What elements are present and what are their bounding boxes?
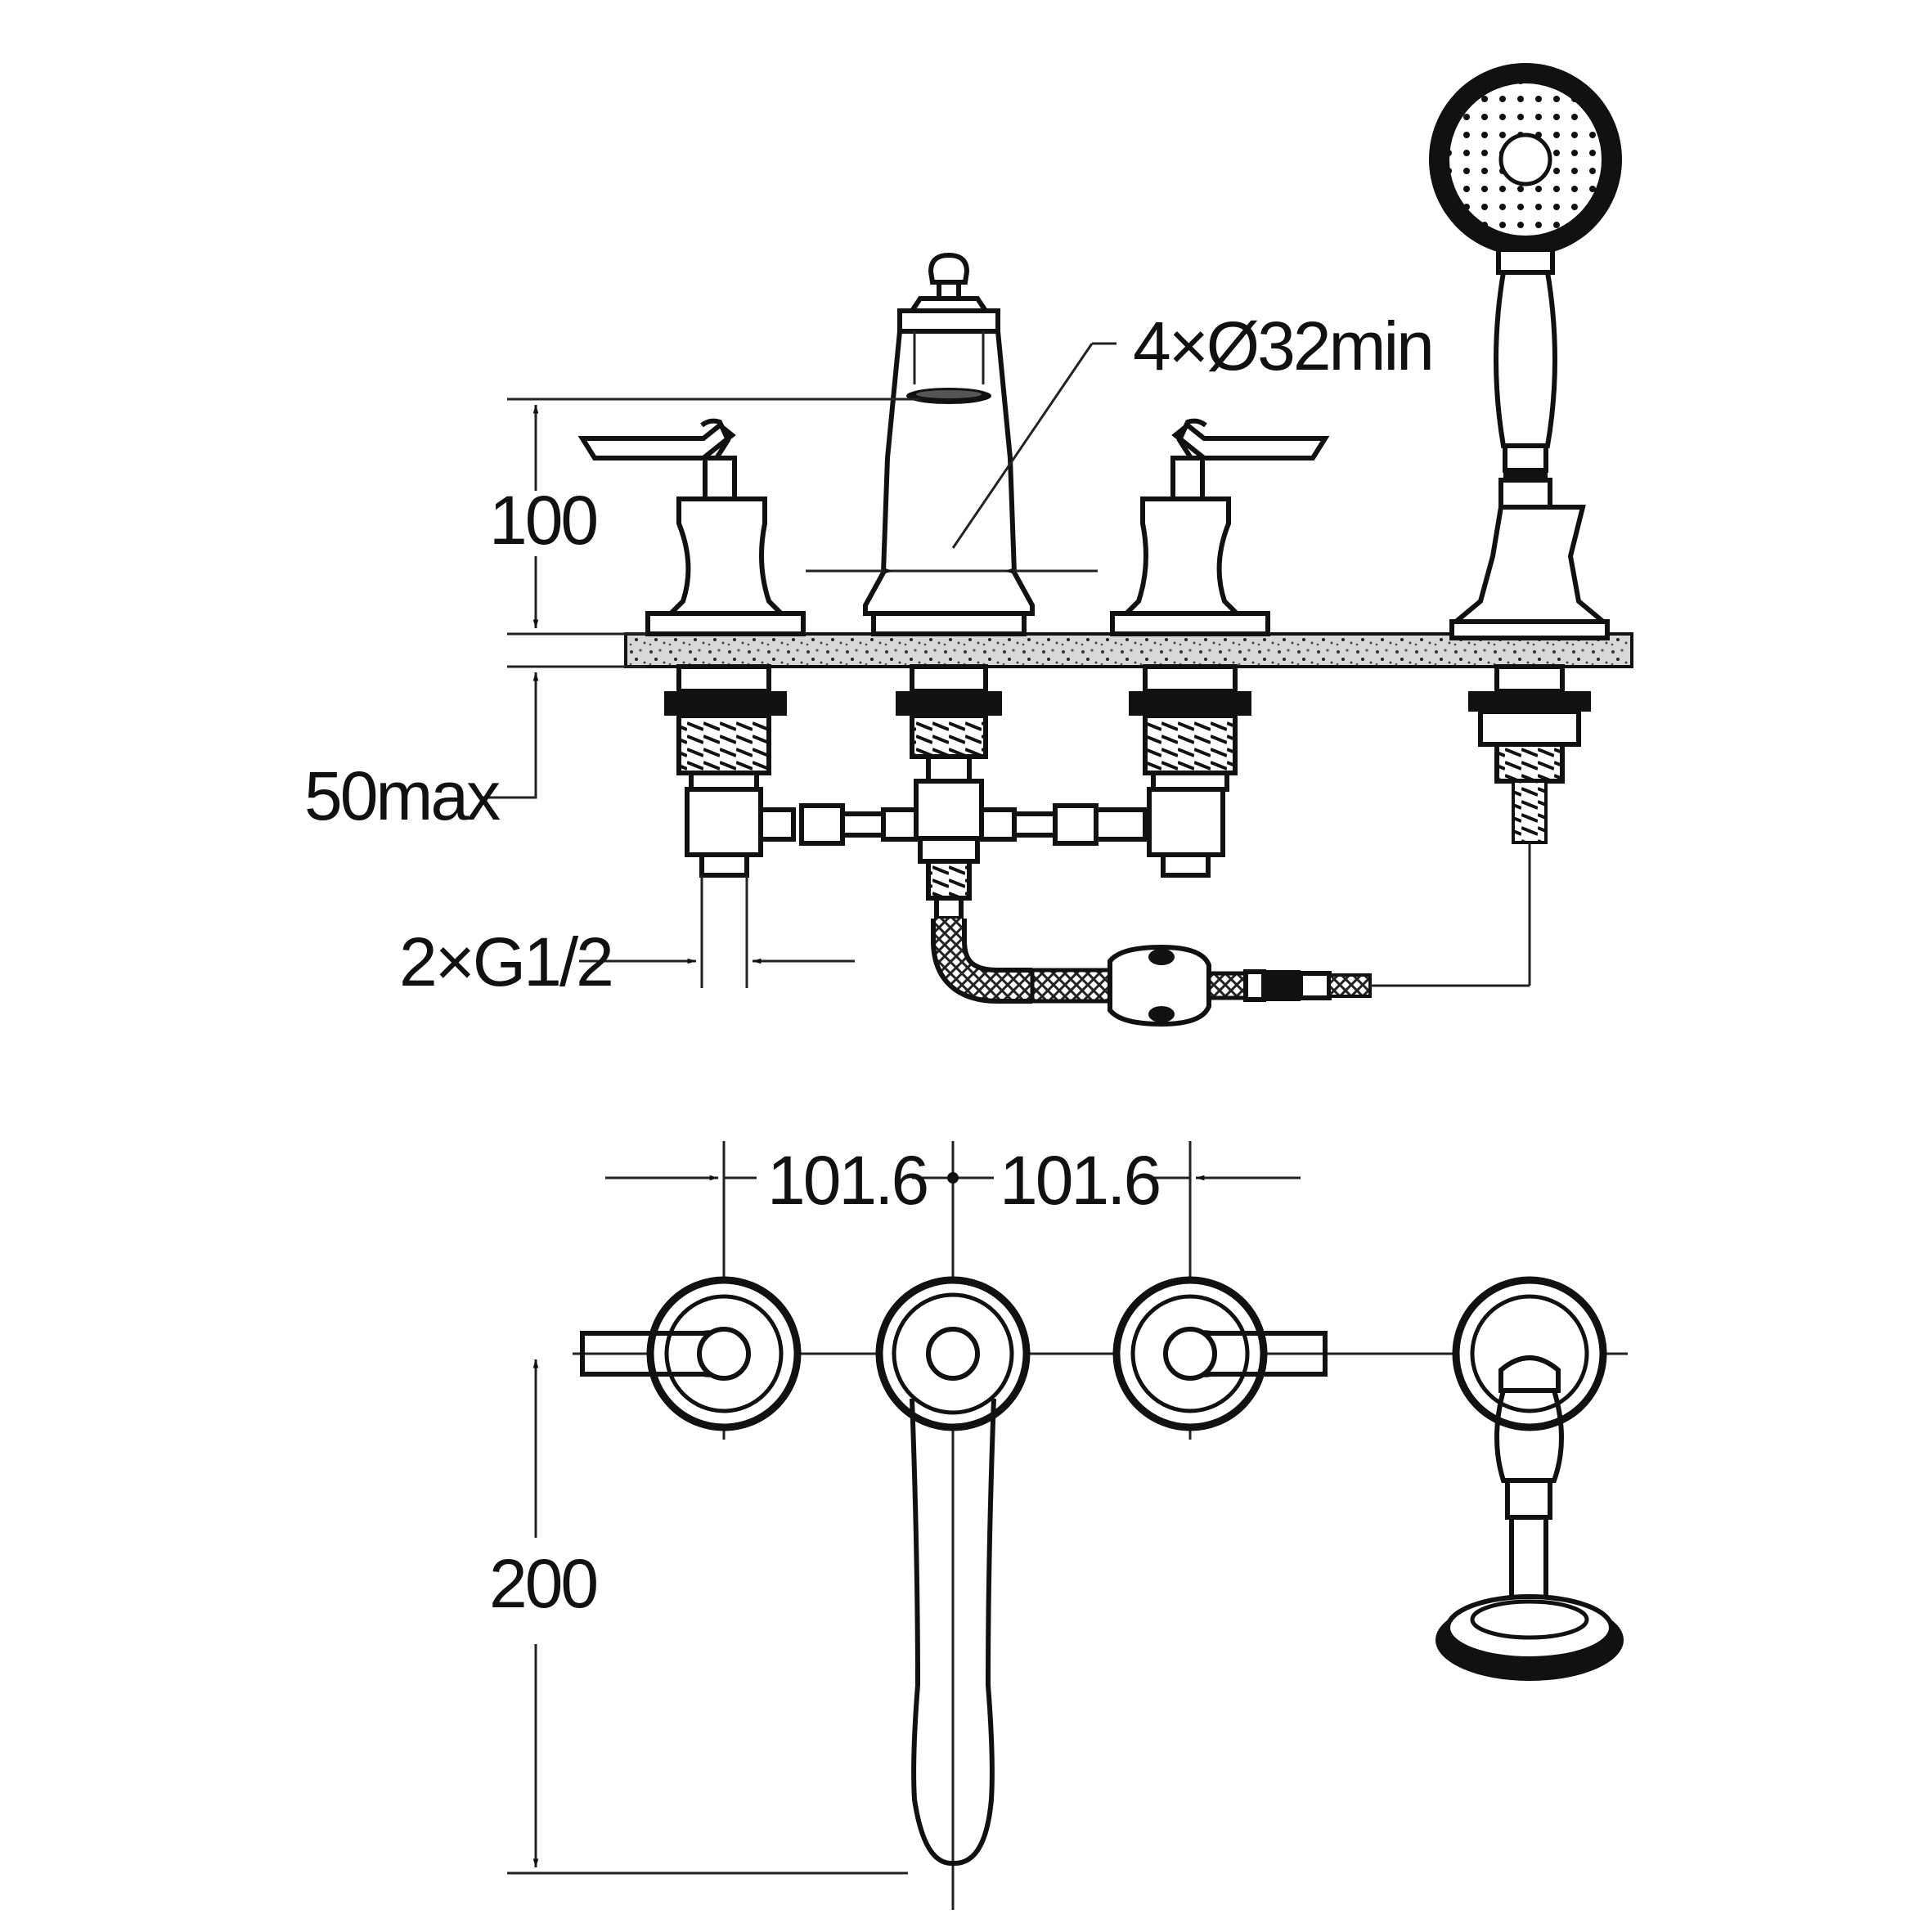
connecting-pipes	[758, 803, 1148, 846]
dimension-labels: 4×Ø32min 100 50max 2×G1/2 101.6 101.6 20…	[304, 308, 1435, 1622]
hole-spec-label: 4×Ø32min	[1133, 308, 1432, 384]
plan-view-dimension-lines	[507, 1172, 1301, 1875]
plan-left-valve	[580, 1276, 802, 1431]
hand-shower-deck-mount	[1449, 505, 1611, 844]
front-view-dimension-lines	[481, 342, 1117, 988]
spacing-left-label: 101.6	[767, 1142, 927, 1219]
right-handle-valve	[1110, 418, 1330, 878]
central-spout-body	[863, 252, 1035, 921]
flexible-hose	[931, 842, 1531, 1027]
inlet-spec-label: 2×G1/2	[399, 923, 612, 1000]
left-handle-valve	[577, 418, 806, 878]
plan-spout	[875, 1276, 1031, 1867]
plan-view	[507, 1141, 1628, 1910]
front-elevation-view	[481, 63, 1633, 1027]
deck-thickness-label: 50max	[304, 757, 501, 834]
plan-right-valve	[1112, 1276, 1328, 1431]
hand-shower	[1429, 63, 1622, 510]
spacing-right-label: 101.6	[1000, 1142, 1159, 1219]
spout-height-label: 100	[489, 482, 596, 559]
plan-hand-shower	[1436, 1276, 1624, 1681]
spout-reach-label: 200	[489, 1545, 596, 1622]
